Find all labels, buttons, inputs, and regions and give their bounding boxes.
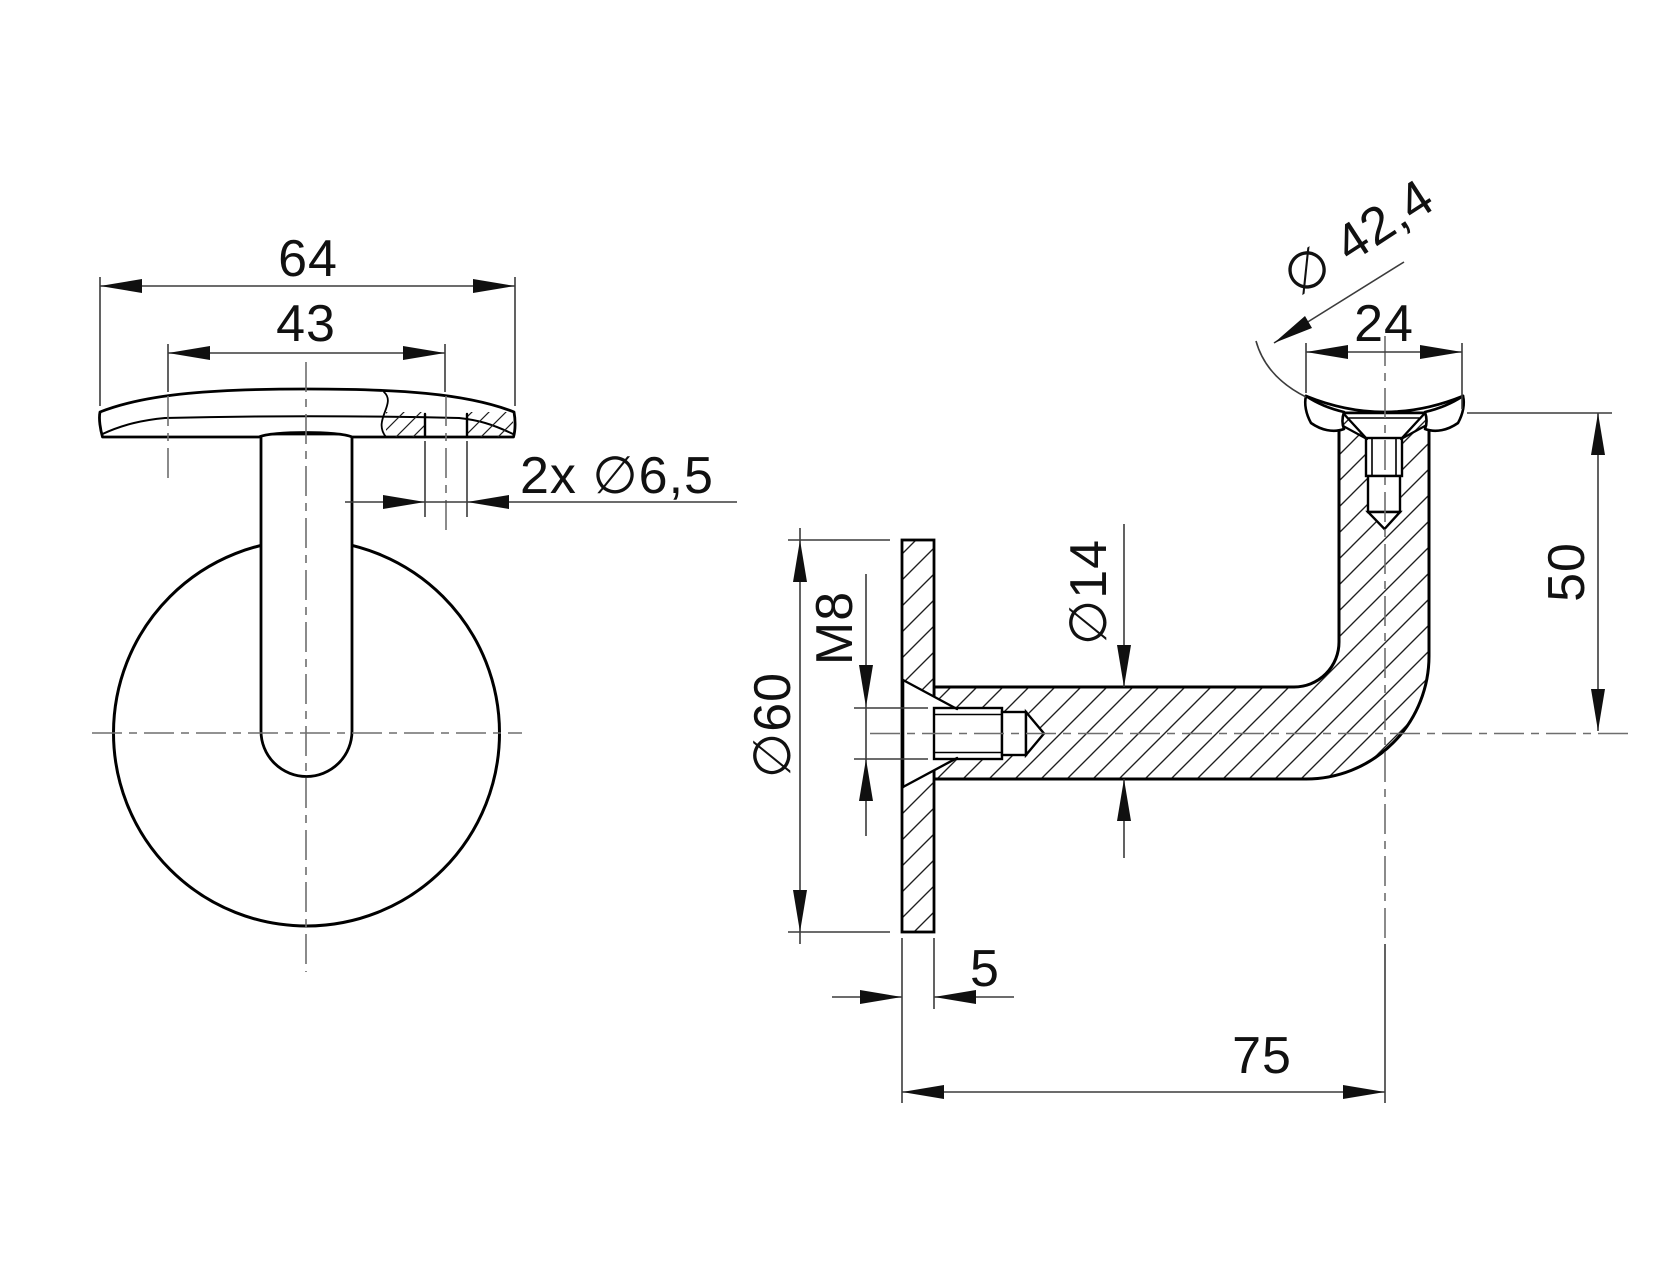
saddle-left-wing <box>1303 394 1346 433</box>
dim-height-offset: 50 <box>1467 412 1612 731</box>
saddle-side <box>1303 394 1466 433</box>
dim-saddle-depth: 24 <box>1305 295 1463 409</box>
dim-hole-pitch-label: 43 <box>276 295 336 353</box>
dim-plate-thickness-label: 5 <box>970 940 1000 998</box>
dim-hole-pitch: 43 <box>167 295 446 392</box>
hole-edges <box>423 412 469 439</box>
dim-thread-label: M8 <box>806 591 864 665</box>
dim-plate-diameter: ∅60 <box>744 528 890 944</box>
saddle-left-droop <box>101 417 166 435</box>
break-line <box>380 391 389 438</box>
stem <box>259 432 354 778</box>
dim-thread: M8 <box>806 574 928 836</box>
bracket-body-section <box>932 411 1431 781</box>
dim-holes: 2x ∅6,5 <box>345 441 737 517</box>
dim-saddle-width: 64 <box>99 230 516 406</box>
dim-wall-reach-label: 75 <box>1232 1027 1292 1085</box>
dim-wall-reach: 75 <box>902 944 1386 1103</box>
saddle-right-wing <box>1423 394 1466 433</box>
dim-holes-label: 2x ∅6,5 <box>520 447 714 505</box>
dim-saddle-width-label: 64 <box>278 230 338 288</box>
section-hatch <box>386 412 513 437</box>
front-view: 64 43 2x ∅6,5 <box>92 230 737 972</box>
screw-vertical <box>1330 411 1438 531</box>
dim-handrail-diameter: ∅ 42,4 <box>1255 168 1445 398</box>
dim-handrail-diameter-label: ∅ 42,4 <box>1273 168 1445 308</box>
saddle-plate-front <box>98 387 517 439</box>
side-view: ∅ 42,4 24 50 ∅14 M8 <box>744 168 1632 1103</box>
dim-arm-diameter: ∅14 <box>1060 524 1131 858</box>
dim-plate-diameter-label: ∅60 <box>744 672 802 778</box>
dim-arm-diameter-label: ∅14 <box>1060 539 1118 645</box>
dim-saddle-depth-label: 24 <box>1354 295 1414 353</box>
dim-height-offset-label: 50 <box>1538 542 1596 602</box>
dim-plate-thickness: 5 <box>832 938 1014 1103</box>
